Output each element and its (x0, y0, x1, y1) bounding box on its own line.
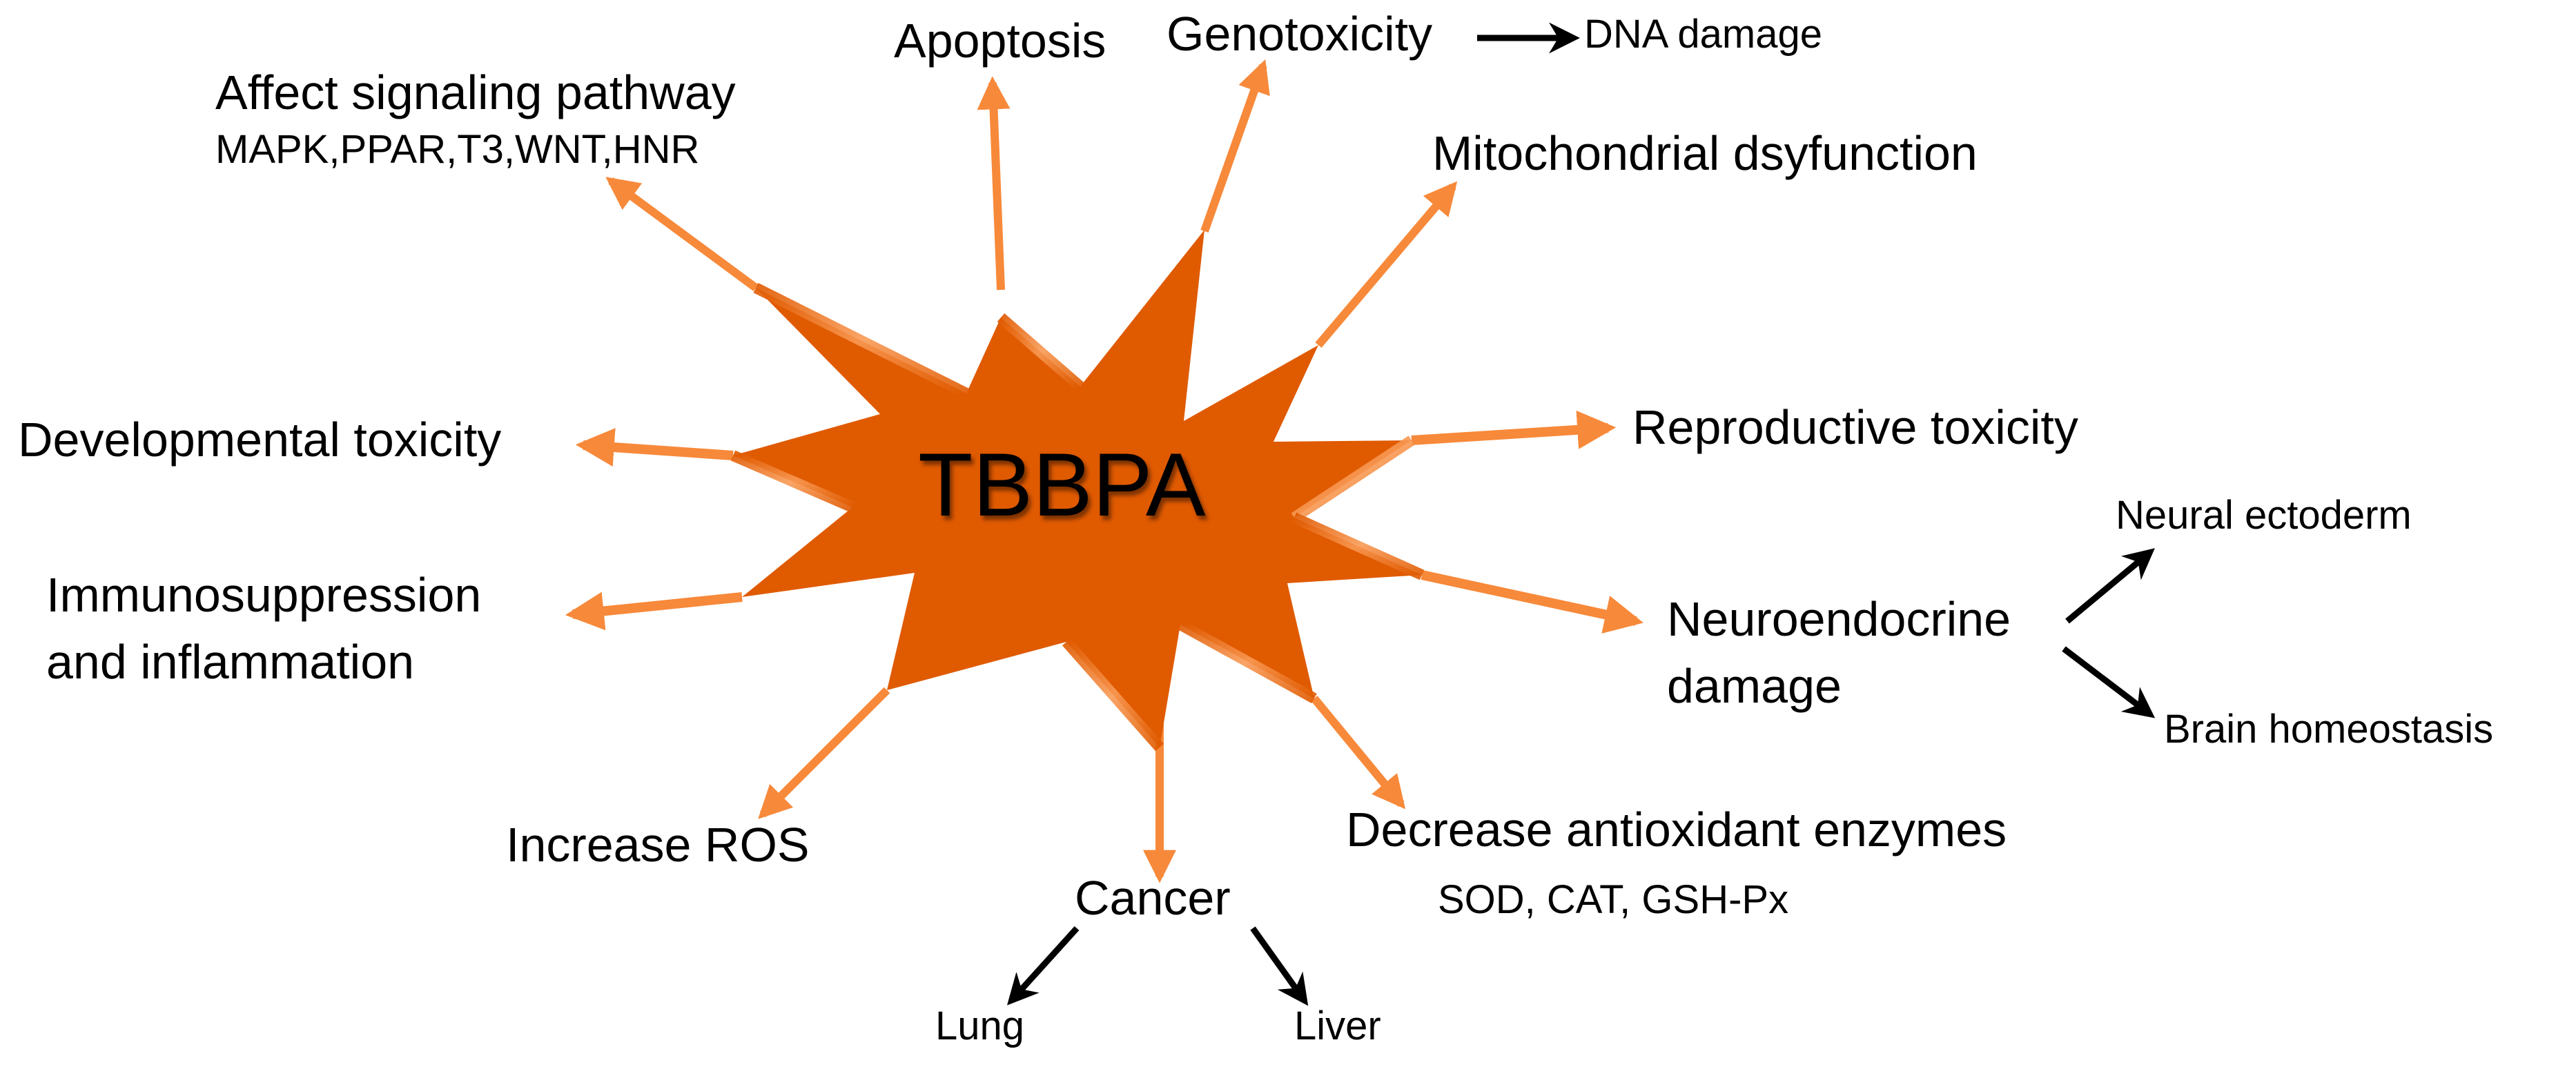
black-arrows (1006, 22, 2156, 1006)
label-lung: Lung (935, 1004, 1025, 1048)
arrow-reproductive (1411, 410, 1617, 449)
label-apoptosis: Apoptosis (894, 14, 1106, 68)
center-label-tbbpa: TBBPA (918, 434, 1206, 535)
label-neural-ectoderm: Neural ectoderm (2116, 493, 2412, 538)
arrow-to-lung (1006, 926, 1080, 1006)
orange-arrows (565, 59, 1643, 883)
label-increase-ros: Increase ROS (506, 818, 810, 872)
arrow-to-neural-ectoderm (2065, 548, 2155, 624)
label-neuroendocrine: Neuroendocrine (1667, 592, 2011, 646)
arrow-immuno (565, 591, 743, 631)
label-antioxidant-enzymes-list: SOD, CAT, GSH-Px (1438, 877, 1789, 922)
label-reproductive-toxicity: Reproductive toxicity (1632, 400, 2078, 454)
label-affect-signaling-pathway: Affect signaling pathway (215, 66, 736, 119)
tbbpa-star-burst (733, 230, 1422, 747)
label-cancer: Cancer (1075, 871, 1231, 925)
arrow-neuroendocrine (1421, 570, 1643, 634)
label-signaling-pathways-list: MAPK,PPAR,T3,WNT,HNR (215, 127, 700, 172)
label-decrease-antioxidant-enzymes: Decrease antioxidant enzymes (1346, 803, 2007, 856)
star-highlights (730, 282, 1425, 752)
label-immunosuppression: Immunosuppression (46, 568, 482, 622)
arrow-to-liver (1250, 926, 1309, 1006)
label-liver: Liver (1294, 1004, 1381, 1048)
label-neuroendocrine-damage: damage (1667, 659, 1842, 713)
label-and-inflammation: and inflammation (46, 635, 415, 689)
arrow-ros (758, 687, 890, 819)
arrow-developmental (575, 428, 734, 467)
arrow-signaling (605, 177, 759, 291)
label-dna-damage: DNA damage (1584, 12, 1822, 57)
arrow-to-brain-homeostasis (2062, 646, 2156, 718)
arrow-mitochondrial (1315, 181, 1458, 348)
label-mitochondrial-dysfunction: Mitochondrial dsyfunction (1432, 126, 1978, 180)
label-brain-homeostasis: Brain homeostasis (2164, 707, 2494, 752)
arrow-antioxidant (1311, 696, 1406, 810)
label-developmental-toxicity: Developmental toxicity (18, 413, 502, 467)
arrow-apoptosis (977, 76, 1011, 291)
arrow-genotoxicity (1200, 59, 1270, 233)
label-genotoxicity: Genotoxicity (1167, 7, 1433, 61)
